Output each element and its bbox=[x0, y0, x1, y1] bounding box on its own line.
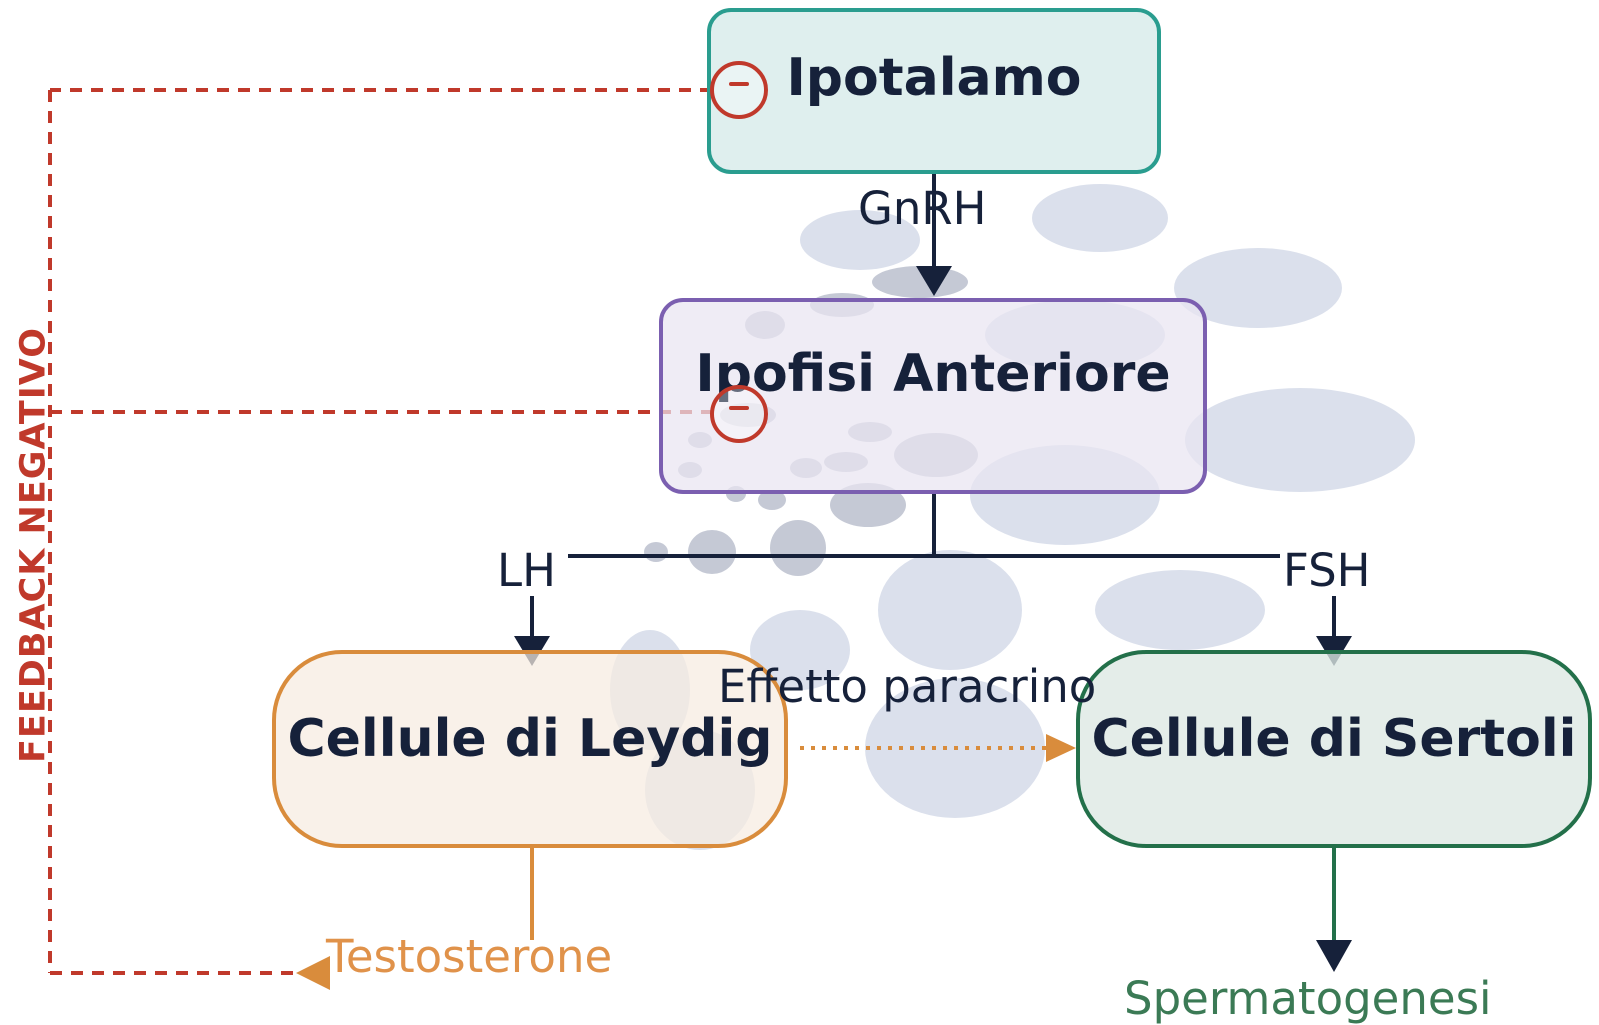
node-leydig-label: Cellule di Leydig bbox=[287, 709, 773, 769]
node-sertoli-label: Cellule di Sertoli bbox=[1091, 709, 1577, 769]
node-leydig: Cellule di Leydig bbox=[272, 650, 788, 848]
node-hypothalamus-label: Ipotalamo bbox=[786, 48, 1082, 108]
minus-mark bbox=[729, 82, 749, 86]
label-paracrine: Effetto paracrino bbox=[718, 660, 1097, 713]
feedback-loop bbox=[48, 88, 712, 975]
node-pituitary-label: Ipofisi Anteriore bbox=[695, 344, 1171, 404]
minus-circle-icon bbox=[710, 385, 768, 443]
node-hypothalamus: Ipotalamo bbox=[707, 8, 1161, 174]
label-spermatogenesis: Spermatogenesi bbox=[1124, 972, 1492, 1025]
minus-mark bbox=[729, 406, 749, 410]
minus-circle-icon bbox=[710, 61, 768, 119]
label-testosterone: Testosterone bbox=[326, 930, 613, 983]
feedback-arrowhead bbox=[296, 956, 330, 990]
label-feedback: FEEDBACK NEGATIVO bbox=[13, 327, 54, 763]
label-gnrh: GnRH bbox=[858, 182, 987, 235]
node-sertoli: Cellule di Sertoli bbox=[1076, 650, 1592, 848]
label-lh: LH bbox=[497, 544, 556, 597]
label-fsh: FSH bbox=[1283, 544, 1371, 597]
